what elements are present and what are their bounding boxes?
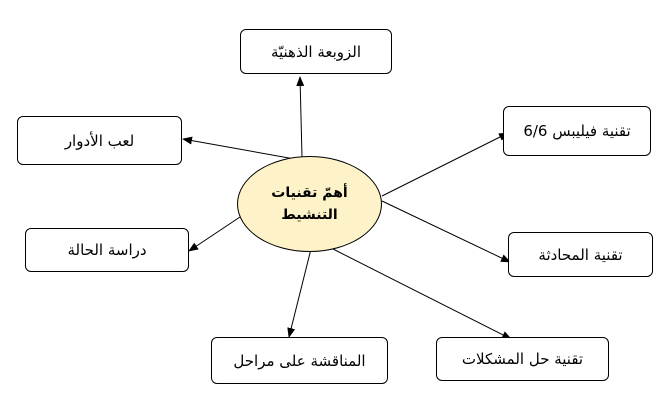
node-role-playing-label: لعب الأدوار: [64, 131, 135, 150]
central-topic-ellipse: أهمّ تقنيات التنشيط: [237, 156, 382, 252]
node-conversation: تقنية المحادثة: [508, 232, 653, 277]
node-brainstorming: الزوبعة الذهنيّة: [240, 29, 392, 74]
node-case-study: دراسة الحالة: [25, 228, 189, 272]
node-phillips-66-label: تقنية فيليبس 6/6: [523, 122, 631, 140]
node-staged-discussion: المناقشة على مراحل: [211, 337, 388, 384]
node-problem-solving-label: تقنية حل المشكلات: [461, 350, 584, 368]
node-conversation-label: تقنية المحادثة: [538, 245, 623, 264]
arrow-to-discussion: [287, 248, 312, 338]
arrow-to-phillips: [381, 132, 509, 197]
arrow-to-roleplay: [182, 136, 301, 161]
node-brainstorming-label: الزوبعة الذهنيّة: [270, 42, 362, 61]
node-case-study-label: دراسة الحالة: [67, 241, 147, 259]
arrow-to-case-study: [188, 216, 241, 252]
arrow-to-problem-solving: [332, 248, 512, 340]
arrow-to-conversation: [381, 200, 511, 263]
central-topic-line1: أهمّ تقنيات: [271, 185, 348, 201]
arrow-to-brainstorm: [296, 76, 305, 158]
node-staged-discussion-label: المناقشة على مراحل: [233, 351, 366, 370]
central-topic-line2: التنشيط: [281, 207, 338, 223]
node-phillips-66: تقنية فيليبس 6/6: [503, 106, 651, 156]
node-role-playing: لعب الأدوار: [17, 116, 182, 165]
node-problem-solving: تقنية حل المشكلات: [436, 337, 609, 381]
